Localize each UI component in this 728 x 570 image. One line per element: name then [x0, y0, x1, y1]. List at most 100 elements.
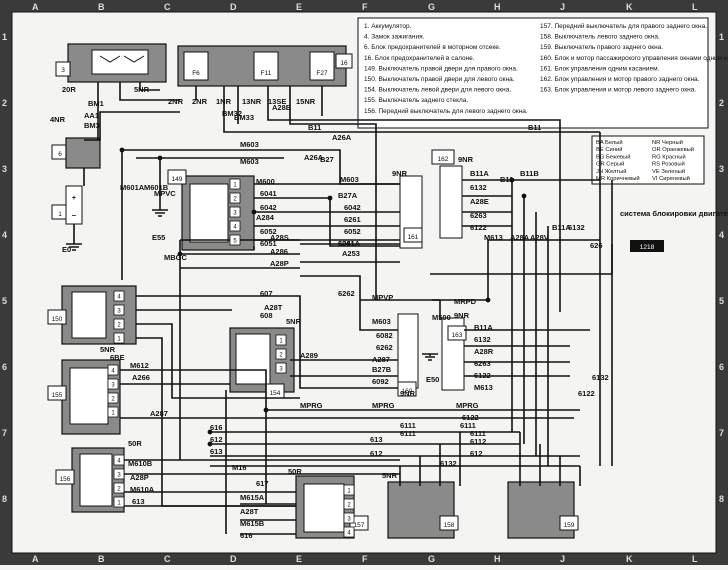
wire-label-w612c: 612: [470, 449, 483, 458]
row-label-left: 6: [2, 362, 7, 372]
column-label-bottom: H: [494, 554, 501, 564]
component-156-label: 156: [60, 476, 71, 483]
component-tag-160: [397, 381, 417, 397]
row-label-right: 6: [719, 362, 724, 372]
color-legend-right: NR Черный: [652, 139, 683, 146]
wire-label-w6042: 6042: [260, 203, 277, 212]
label-15nr: 15NR: [296, 97, 316, 106]
connector-pin-number: 4: [347, 531, 351, 537]
wire-label-b11a3: B11A: [552, 223, 571, 232]
wire-label-r9: 9NR: [392, 169, 408, 178]
wire-label-m603d: M603: [372, 317, 391, 326]
column-label-bottom: B: [98, 554, 105, 564]
wire-junction: [509, 177, 515, 183]
row-label-left: 3: [2, 164, 7, 174]
connector-pin: [229, 206, 241, 218]
label-4nr: 4NR: [50, 115, 66, 124]
wire-junction: [119, 147, 125, 153]
label-2nr-b: 2NR: [192, 97, 208, 106]
column-label-bottom: F: [362, 554, 368, 564]
component-158-label: 158: [444, 522, 455, 529]
wire-label-a289: A289: [300, 351, 318, 360]
wire-junction: [207, 429, 213, 435]
wire-label-a28a: A28A: [510, 233, 530, 242]
legend-component-item: 149. Выключатель правой двери для правог…: [364, 64, 518, 72]
connector-pin-number: 2: [347, 503, 351, 509]
wire-junction: [207, 441, 213, 447]
component-tag-161: [403, 227, 423, 243]
wire-label-w6092: 6092: [372, 377, 389, 386]
wire-label-b27b: B27B: [372, 365, 392, 374]
wire-label-m601b: M601B: [144, 183, 169, 192]
connector-pin-number: 3: [111, 383, 115, 389]
ground-symbol: [66, 243, 82, 251]
label-13nr: 13NR: [242, 97, 262, 106]
connector-pin-number: 2: [117, 323, 121, 329]
connector-pin: [343, 484, 355, 496]
legend-component-item: 161. Блок управления одним касанием.: [540, 65, 660, 72]
wire-label-m615a: M615A: [240, 493, 265, 502]
connector-pin-number: 2: [117, 487, 121, 493]
connector-pin: [229, 178, 241, 190]
wire-label-nr5c: 5NR: [286, 317, 302, 326]
wire: [119, 82, 180, 101]
column-label-top: D: [230, 2, 237, 12]
component-155-label: 155: [52, 392, 63, 399]
switch-150-inner: [71, 291, 107, 339]
legend-component-item: 163. Блок управления и мотор левого задн…: [540, 87, 696, 94]
wire-label-w6122: 6122: [470, 223, 487, 232]
wire-label-m613b: M613: [474, 383, 493, 392]
wire-label-m615b: M615B: [240, 519, 265, 528]
wire-label-a284: A284: [256, 213, 275, 222]
switch-155-inner: [69, 367, 109, 425]
wire-label-w6262b: 6262: [376, 343, 393, 352]
wire-label-w6122b: 6122: [474, 371, 491, 380]
row-label-left: 5: [2, 296, 7, 306]
component-tag-162: [431, 149, 455, 165]
component-157-label: 157: [354, 522, 365, 529]
column-label-bottom: D: [230, 554, 237, 564]
legend-component-item: 6. Блок предохранителей в моторном отсек…: [364, 43, 501, 51]
wire-label-w6261: 6261: [344, 215, 361, 224]
label-20r: 20R: [62, 85, 76, 94]
connector-pin: [113, 304, 125, 316]
legend-component-item: 4. Замок зажигания.: [364, 34, 425, 41]
label-bm1: BM1: [88, 99, 104, 108]
row-label-left: 1: [2, 32, 7, 42]
label-e0: E0: [62, 245, 71, 254]
column-label-top: K: [626, 2, 633, 12]
wire-label-a28s: A28S: [270, 233, 289, 242]
connector-pin-number: 1: [233, 183, 237, 189]
connector-pin: [113, 290, 125, 302]
connector-pin-number: 3: [117, 473, 121, 479]
wire-label-m603b: M603: [240, 157, 259, 166]
connector-pin: [107, 406, 119, 418]
legend-component-item: 155. Выключатель заднего стекла.: [364, 97, 468, 104]
ignition-switch-block: [65, 137, 101, 169]
wire-label-e55: E55: [152, 233, 165, 242]
column-label-bottom: K: [626, 554, 633, 564]
row-label-right: 2: [719, 98, 724, 108]
legend-component-item: 158. Выключатель левого заднего окна.: [540, 34, 660, 41]
connector-pin-number: 3: [233, 211, 237, 217]
legend-component-item: 1. Аккумулятор.: [364, 23, 412, 30]
wire-label-w612b: 612: [370, 449, 383, 458]
fuse-f27-label: F27: [316, 70, 328, 77]
legend-component-item: 16. Блок предохранителей в салоне.: [364, 54, 475, 62]
wire: [300, 275, 398, 331]
legend-component-item: 162. Блок управления и мотор правого зад…: [540, 76, 700, 83]
switch-149-inner: [189, 183, 229, 243]
wire-label-mbgc: MBGC: [164, 253, 187, 262]
connector-pin-number: 4: [111, 369, 115, 375]
wire-label-w6111c: 6111: [460, 421, 476, 430]
row-label-right: 8: [719, 494, 724, 504]
column-label-top: B: [98, 2, 105, 12]
wire-label-w613: 613: [210, 447, 223, 456]
component-16-label: 16: [340, 60, 348, 67]
wire-junction: [485, 297, 491, 303]
component-tag-3: [55, 61, 71, 77]
wire-label-a266: A266: [132, 373, 150, 382]
connector-pin: [229, 234, 241, 246]
wire-label-w6132: 6132: [440, 459, 457, 468]
